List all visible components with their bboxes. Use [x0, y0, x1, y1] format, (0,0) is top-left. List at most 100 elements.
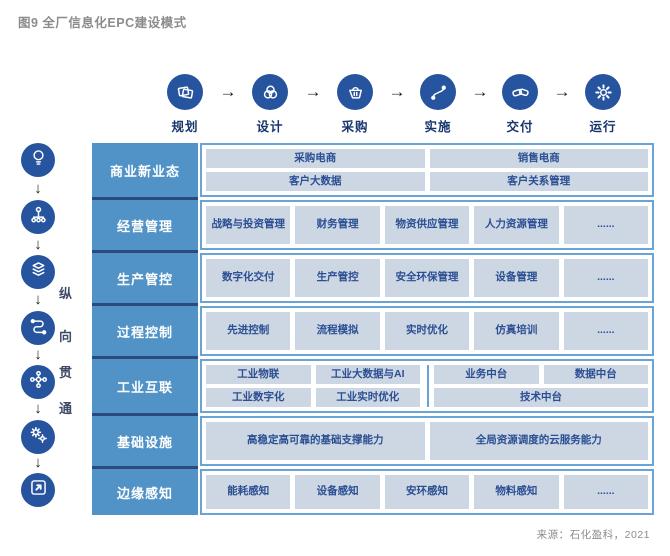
table-cell: 工业物联: [206, 365, 311, 384]
table-cell: 技术中台: [434, 388, 648, 407]
flow-step-label: 采购: [341, 120, 369, 134]
row-header-production: 生产管控: [92, 253, 198, 303]
table-cell: 设备管理: [474, 259, 559, 297]
flow-step-label: 交付: [506, 120, 534, 134]
row-header-management: 经营管理: [92, 200, 198, 250]
table-cell: 物料感知: [474, 475, 559, 509]
flow-step-delivery: 交付: [492, 74, 548, 135]
row-header-infrastructure: 基础设施: [92, 416, 198, 466]
table-cell: 能耗感知: [206, 475, 291, 509]
down-arrow-icon: ↓: [34, 400, 42, 417]
table-row-industrial-internet: 工业互联 工业物联 工业大数据与AI 工业数字化 工业实时优化 业务中台 数据中…: [92, 359, 654, 413]
vertical-text-char: 通: [59, 401, 73, 416]
row-body: 战略与投资管理 财务管理 物资供应管理 人力资源管理 ......: [200, 200, 654, 250]
right-arrow-icon: →: [553, 82, 571, 101]
platform-right-group: 业务中台 数据中台 技术中台: [427, 365, 648, 407]
down-arrow-icon: ↓: [34, 236, 42, 253]
launch-arrow-icon: [21, 473, 55, 507]
flow-step-label: 设计: [256, 120, 284, 134]
table-cell: ......: [563, 475, 649, 509]
vertical-text-char: 纵: [59, 286, 73, 301]
network-nodes-icon: [21, 365, 55, 399]
row-body: 先进控制 流程模拟 实时优化 仿真培训 ......: [200, 306, 654, 356]
table-cell: 流程模拟: [295, 312, 380, 350]
table-cell: 安全环保管理: [384, 259, 470, 297]
flow-step-planning: 规划: [157, 74, 213, 135]
table-row-production: 生产管控 数字化交付 生产管控 安全环保管理 设备管理 ......: [92, 253, 654, 303]
table-cell: 高稳定高可靠的基础支撑能力: [206, 422, 425, 460]
production-layers-icon: [21, 255, 55, 289]
row-header-industrial-internet: 工业互联: [92, 359, 198, 413]
table-cell: 工业实时优化: [315, 388, 420, 407]
right-arrow-icon: →: [304, 82, 322, 101]
flow-step-procurement: 采购: [327, 74, 383, 135]
gears-cluster-icon: [21, 420, 55, 454]
operation-gear-icon: [585, 74, 621, 110]
table-cell: 工业数字化: [206, 388, 311, 407]
table-cell: 数据中台: [543, 365, 648, 384]
table-cell: 采购电商: [206, 149, 425, 168]
table-cell: 数字化交付: [206, 259, 291, 297]
table-cell: 战略与投资管理: [206, 206, 291, 244]
table-row-business: 商业新业态 采购电商 客户大数据 销售电商 客户关系管理: [92, 143, 654, 197]
flow-step-operation: 运行: [575, 74, 631, 135]
table-cell: 财务管理: [295, 206, 380, 244]
table-cell: 仿真培训: [474, 312, 559, 350]
flow-step-implementation: 实施: [410, 74, 466, 135]
column: 采购电商 客户大数据: [206, 149, 425, 191]
row-body: 采购电商 客户大数据 销售电商 客户关系管理: [200, 143, 654, 197]
right-arrow-icon: →: [219, 82, 237, 101]
table-cell: 全局资源调度的云服务能力: [429, 422, 648, 460]
table-cell: 业务中台: [434, 365, 539, 384]
flow-step-label: 运行: [589, 120, 617, 134]
row-body: 数字化交付 生产管控 安全环保管理 设备管理 ......: [200, 253, 654, 303]
procurement-cart-icon: [337, 74, 373, 110]
table-cell: 工业大数据与AI: [315, 365, 420, 384]
flow-step-design: 设计: [242, 74, 298, 135]
flow-step-label: 规划: [171, 120, 199, 134]
table-cell: 安环感知: [384, 475, 470, 509]
row-header-process-control: 过程控制: [92, 306, 198, 356]
table-cell: ......: [563, 206, 649, 244]
figure-title: 图9 全厂信息化EPC建设模式: [18, 16, 187, 30]
table-cell: 人力资源管理: [474, 206, 559, 244]
industrial-left-group: 工业物联 工业大数据与AI 工业数字化 工业实时优化: [206, 365, 422, 407]
table-row-edge-sensing: 边缘感知 能耗感知 设备感知 安环感知 物料感知 ......: [92, 469, 654, 515]
epc-layer-table: 商业新业态 采购电商 客户大数据 销售电商 客户关系管理 经营管理 战略与投资管…: [92, 143, 654, 515]
source-caption: 来源：石化盈科，2021: [536, 529, 650, 541]
idea-bulb-icon: [21, 143, 55, 177]
down-arrow-icon: ↓: [34, 346, 42, 363]
org-chart-icon: [21, 200, 55, 234]
vertical-text-char: 向: [59, 329, 73, 344]
right-arrow-icon: →: [471, 82, 489, 101]
table-cell: 设备感知: [295, 475, 380, 509]
planning-icon: [167, 74, 203, 110]
table-cell: 客户大数据: [206, 172, 425, 191]
table-cell: 销售电商: [429, 149, 648, 168]
table-row-process-control: 过程控制 先进控制 流程模拟 实时优化 仿真培训 ......: [92, 306, 654, 356]
right-arrow-icon: →: [388, 82, 406, 101]
implementation-route-icon: [420, 74, 456, 110]
row-header-edge-sensing: 边缘感知: [92, 469, 198, 515]
table-cell: 生产管控: [295, 259, 380, 297]
down-arrow-icon: ↓: [34, 454, 42, 471]
delivery-handshake-icon: [502, 74, 538, 110]
row-body: 能耗感知 设备感知 安环感知 物料感知 ......: [200, 469, 654, 515]
row-body: 工业物联 工业大数据与AI 工业数字化 工业实时优化 业务中台 数据中台 技术中…: [200, 359, 654, 413]
down-arrow-icon: ↓: [34, 180, 42, 197]
vertical-text-char: 贯: [59, 365, 73, 380]
table-cell: ......: [563, 312, 649, 350]
flow-step-label: 实施: [424, 120, 452, 134]
table-cell: 实时优化: [384, 312, 470, 350]
row-body: 高稳定高可靠的基础支撑能力 全局资源调度的云服务能力: [200, 416, 654, 466]
pipeline-route-icon: [21, 311, 55, 345]
column: 销售电商 客户关系管理: [429, 149, 648, 191]
table-cell: ......: [563, 259, 649, 297]
table-row-infrastructure: 基础设施 高稳定高可靠的基础支撑能力 全局资源调度的云服务能力: [92, 416, 654, 466]
down-arrow-icon: ↓: [34, 291, 42, 308]
table-row-management: 经营管理 战略与投资管理 财务管理 物资供应管理 人力资源管理 ......: [92, 200, 654, 250]
table-cell: 客户关系管理: [429, 172, 648, 191]
table-cell: 物资供应管理: [384, 206, 470, 244]
design-icon: [252, 74, 288, 110]
table-cell: 先进控制: [206, 312, 291, 350]
